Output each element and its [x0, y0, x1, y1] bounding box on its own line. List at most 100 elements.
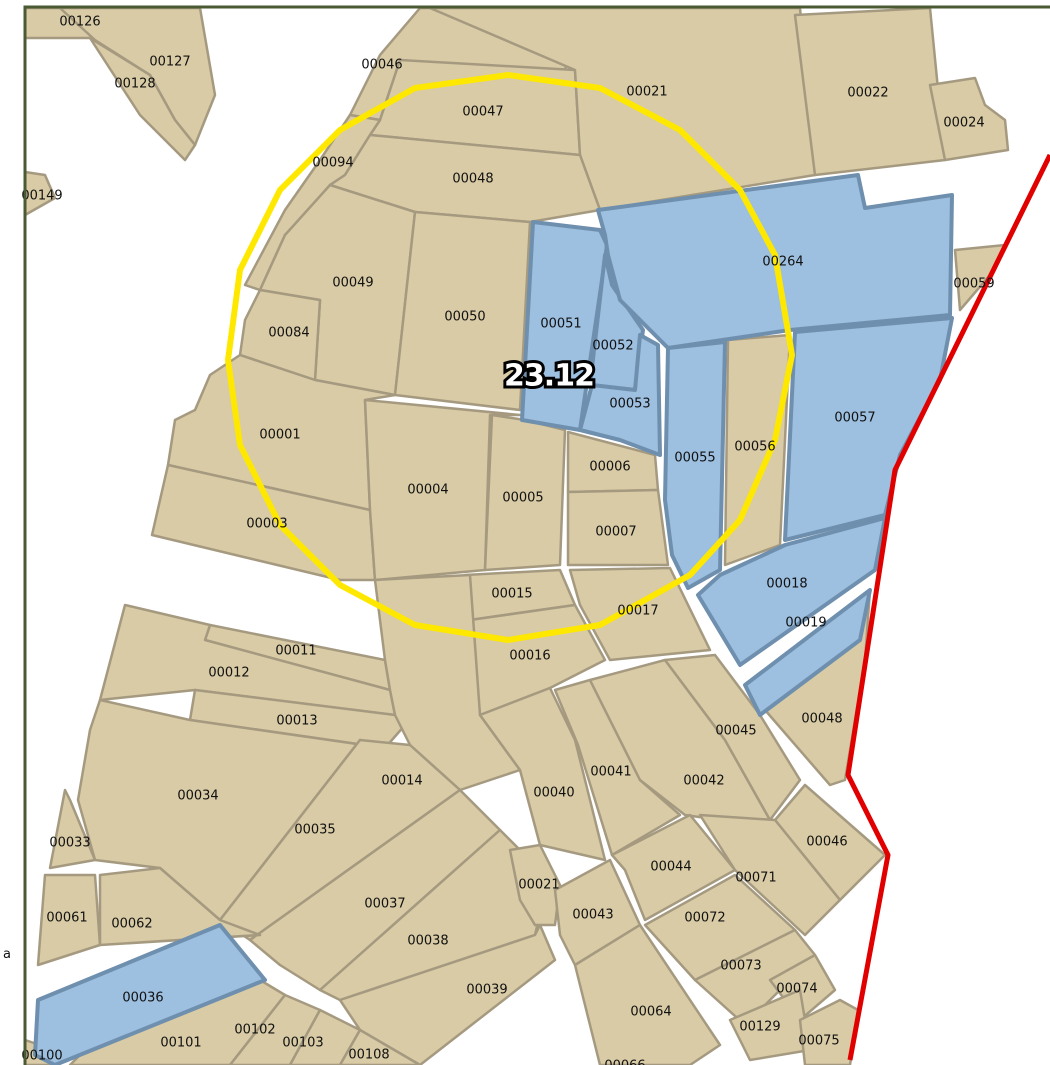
- parcel-label-00015: 00015: [491, 587, 532, 602]
- parcel-00003[interactable]: [150, 463, 377, 582]
- parcel-label-00006: 00006: [589, 460, 630, 475]
- parcel-label-00037: 00037: [364, 897, 405, 912]
- parcel-label-00013: 00013: [276, 714, 317, 729]
- parcel-00017[interactable]: [568, 566, 712, 662]
- parcel-label-00046: 00046: [361, 58, 402, 73]
- parcel-00102[interactable]: [228, 993, 322, 1065]
- parcel-label-00045: 00045: [715, 724, 756, 739]
- parcel-label-00052: 00052: [592, 339, 633, 354]
- parcel-label-00071: 00071: [735, 871, 776, 886]
- parcel-label-00075: 00075: [798, 1034, 839, 1049]
- parcel-label-00061: 00061: [46, 911, 87, 926]
- boundary-line: [845, 153, 1050, 1061]
- parcel-label-00051: 00051: [540, 317, 581, 332]
- parcel-label-00264: 00264: [762, 255, 803, 270]
- parcel-label-00048b: 00048: [801, 712, 842, 727]
- parcel-label-00024: 00024: [943, 116, 984, 131]
- parcel-00108[interactable]: [338, 1028, 422, 1065]
- parcel-label-00039: 00039: [466, 983, 507, 998]
- parcel-label-00127: 00127: [149, 55, 190, 70]
- map-frame: [23, 5, 1050, 1065]
- parcel-label-00094: 00094: [312, 156, 353, 171]
- parcel-label-00036: 00036: [122, 991, 163, 1006]
- parcel-label-00073: 00073: [720, 959, 761, 974]
- parcel-00024[interactable]: [928, 76, 1010, 162]
- parcel-label-00041: 00041: [590, 765, 631, 780]
- parcel-label-00103: 00103: [282, 1036, 323, 1051]
- parcel-00056[interactable]: [723, 333, 792, 567]
- parcel-00037[interactable]: [248, 788, 502, 992]
- parcel-label-00035: 00035: [294, 823, 335, 838]
- parcel-label-00128: 00128: [114, 77, 155, 92]
- parcel-00055[interactable]: [663, 340, 727, 590]
- parcel-label-00047: 00047: [462, 105, 503, 120]
- parcel-label-00044: 00044: [650, 860, 691, 875]
- parcel-label-00064: 00064: [630, 1005, 671, 1020]
- parcel-00064[interactable]: [573, 923, 722, 1065]
- parcel-label-00074: 00074: [776, 982, 817, 997]
- parcel-label-00084: 00084: [268, 326, 309, 341]
- parcel-label-00055: 00055: [674, 451, 715, 466]
- parcel-label-00017: 00017: [617, 604, 658, 619]
- parcel-label-00043: 00043: [572, 908, 613, 923]
- parcel-label-00072: 00072: [684, 911, 725, 926]
- parcel-label-00012: 00012: [208, 666, 249, 681]
- parcel-label-00149: 00149: [21, 189, 62, 204]
- parcel-label-00046b: 00046: [806, 835, 847, 850]
- parcel-label-00059: 00059: [953, 277, 994, 292]
- parcel-00021b[interactable]: [508, 843, 562, 927]
- parcel-00005[interactable]: [483, 413, 567, 572]
- parcel-00040[interactable]: [478, 686, 607, 862]
- parcel-label-00108: 00108: [348, 1048, 389, 1063]
- parcel-label-00048: 00048: [452, 172, 493, 187]
- parcel-label-00016: 00016: [509, 649, 550, 664]
- parcel-label-00001: 00001: [259, 428, 300, 443]
- parcel-00007[interactable]: [566, 488, 670, 567]
- parcel-00128[interactable]: [88, 36, 197, 162]
- parcel-label-00003: 00003: [246, 517, 287, 532]
- parcel-label-00057: 00057: [834, 411, 875, 426]
- selection-circle[interactable]: [225, 72, 795, 643]
- parcel-label-00062: 00062: [111, 917, 152, 932]
- parcel-00103[interactable]: [288, 1008, 362, 1065]
- parcel-label-00007: 00007: [595, 525, 636, 540]
- margin-text: a: [3, 947, 11, 962]
- parcel-00053[interactable]: [578, 333, 662, 457]
- parcel-label-00102: 00102: [234, 1023, 275, 1038]
- parcel-00033[interactable]: [48, 788, 97, 870]
- parcel-label-00011: 00011: [275, 644, 316, 659]
- parcel-label-00040: 00040: [533, 786, 574, 801]
- parcel-label-00100: 00100: [21, 1049, 62, 1064]
- parcel-label-00018: 00018: [766, 577, 807, 592]
- parcel-00018[interactable]: [696, 516, 887, 667]
- parcel-label-00033: 00033: [49, 836, 90, 851]
- parcel-00071[interactable]: [698, 813, 842, 937]
- parcel-00050[interactable]: [393, 210, 532, 412]
- parcel-label-00019: 00019: [785, 616, 826, 631]
- measurement-label: 23.12: [504, 359, 594, 394]
- parcel-label-00101: 00101: [160, 1036, 201, 1051]
- parcel-label-00014: 00014: [381, 774, 422, 789]
- parcel-00045[interactable]: [663, 653, 802, 822]
- parcel-label-00005: 00005: [502, 491, 543, 506]
- parcel-label-00004: 00004: [407, 483, 448, 498]
- parcel-label-00022: 00022: [847, 86, 888, 101]
- parcel-label-00021: 00021: [626, 85, 667, 100]
- parcel-label-00034: 00034: [177, 789, 218, 804]
- parcel-label-00049: 00049: [332, 276, 373, 291]
- parcel-label-00053: 00053: [609, 397, 650, 412]
- parcel-00044[interactable]: [610, 813, 737, 922]
- parcel-00019[interactable]: [743, 588, 872, 717]
- parcel-label-00050: 00050: [444, 310, 485, 325]
- parcel-label-00038: 00038: [407, 934, 448, 949]
- parcel-label-00021b: 00021: [518, 878, 559, 893]
- parcel-00013[interactable]: [188, 688, 407, 750]
- parcel-label-00126: 00126: [59, 15, 100, 30]
- parcel-label-00066: 00066: [604, 1059, 645, 1065]
- parcel-00036[interactable]: [33, 923, 267, 1065]
- parcel-label-00056: 00056: [734, 440, 775, 455]
- parcel-label-00042: 00042: [683, 774, 724, 789]
- parcel-label-00129: 00129: [739, 1020, 780, 1035]
